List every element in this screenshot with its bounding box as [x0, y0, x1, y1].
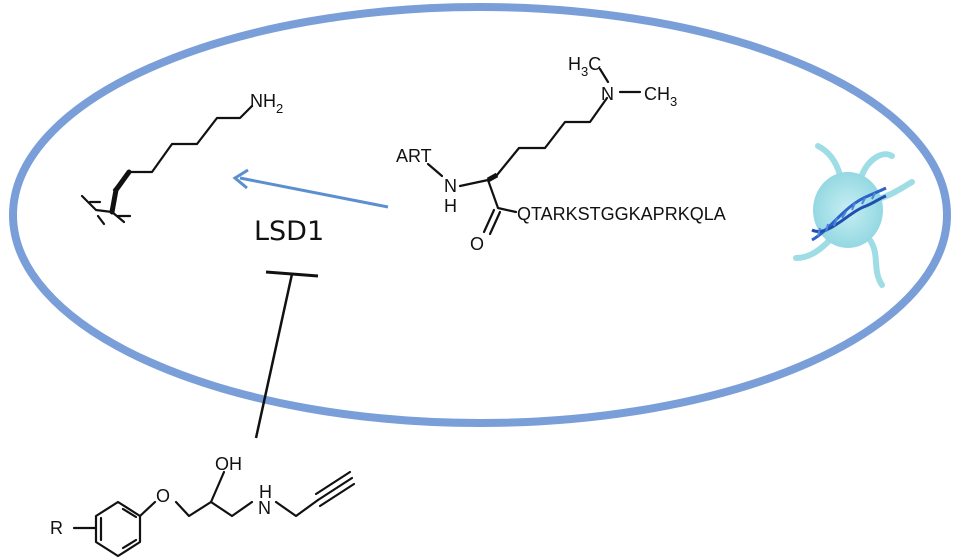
amine-n: N — [258, 498, 271, 518]
backbone-n: N — [444, 176, 457, 196]
amine-h: H — [259, 482, 272, 502]
ether-oxygen: O — [156, 486, 170, 506]
art-label: ART — [396, 146, 432, 166]
product-amine-label: NH2 — [250, 91, 283, 116]
carbonyl-o: O — [470, 234, 484, 254]
cell-membrane — [9, 3, 951, 427]
demethylation-arrow — [232, 168, 389, 209]
nucleus-with-dna-icon — [793, 143, 915, 288]
lysine-product-structure: NH2 — [80, 91, 283, 226]
peptide-sequence: QTARKSTGGKAPRKQLA — [517, 204, 726, 224]
methyl-group-2: CH3 — [644, 84, 677, 109]
r-group-label: R — [50, 518, 63, 538]
methyl-group-1: H3C — [568, 54, 601, 79]
inhibition-bar — [254, 270, 319, 439]
dimethyl-nitrogen: N — [601, 84, 614, 104]
backbone-h: H — [444, 196, 457, 216]
enzyme-label: LSD1 — [254, 216, 324, 247]
inhibitor-structure: R O OH H N — [50, 454, 356, 558]
hydroxyl-label: OH — [215, 454, 242, 474]
dimethyl-lysine-substrate-structure: H3C N CH3 ART N H O QTARKSTGGKAPRKQLA — [396, 54, 726, 254]
